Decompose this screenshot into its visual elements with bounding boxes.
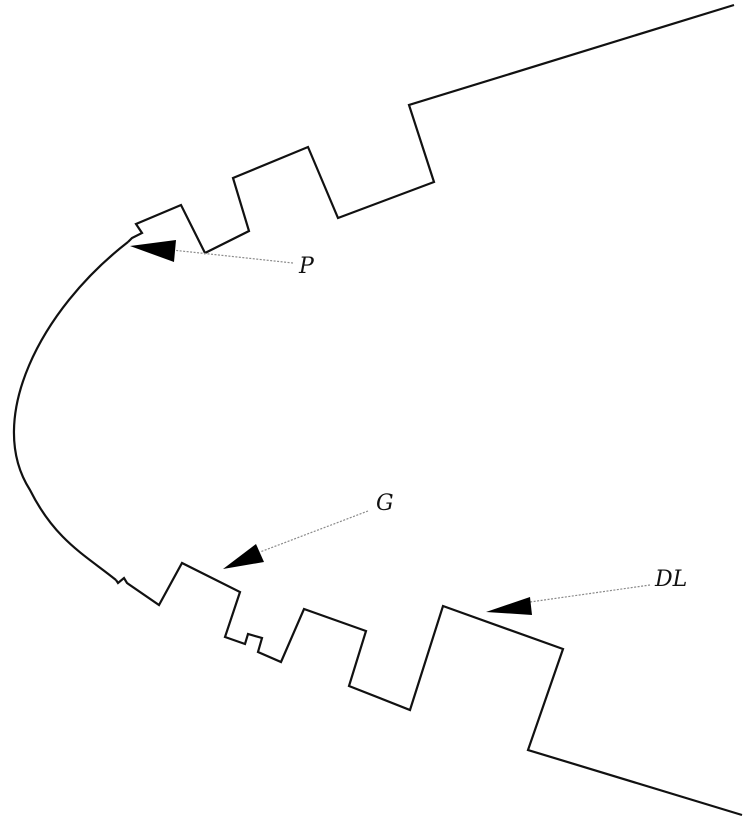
callout-g: G bbox=[223, 491, 394, 569]
leader-line-p bbox=[171, 249, 294, 264]
arrowhead-dl bbox=[486, 597, 532, 615]
curved-profile-outline bbox=[12, 241, 129, 581]
lower-profile-outline bbox=[115, 561, 743, 817]
upper-profile-outline bbox=[127, 3, 735, 255]
arrowhead-p bbox=[130, 240, 176, 262]
label-g: G bbox=[376, 491, 394, 516]
callout-dl: DL bbox=[486, 567, 687, 615]
label-p: P bbox=[298, 254, 315, 279]
callout-p: P bbox=[130, 240, 315, 279]
arrowhead-g bbox=[223, 544, 264, 569]
leader-line-dl bbox=[529, 584, 651, 603]
label-dl: DL bbox=[654, 567, 687, 592]
leader-line-g bbox=[259, 510, 369, 553]
